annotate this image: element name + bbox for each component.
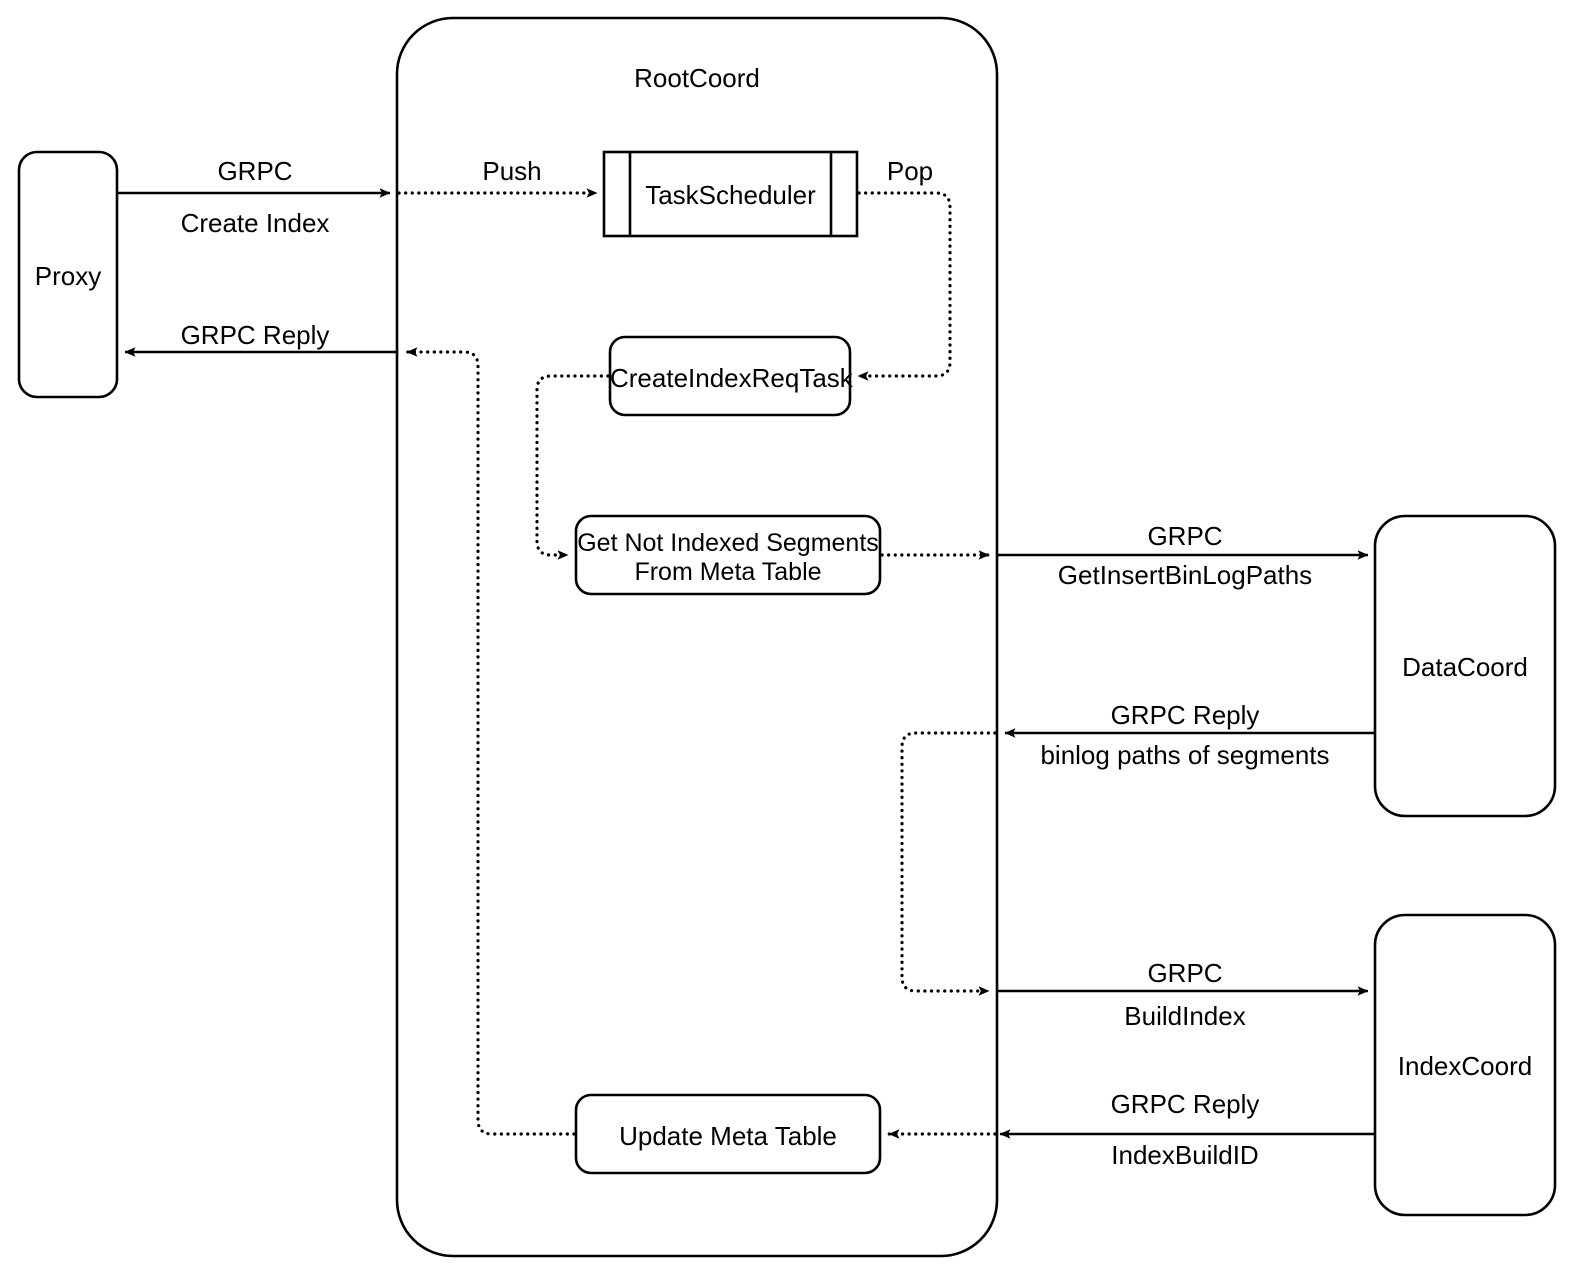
edge-pop-to-create-index-req-task [856,191,952,381]
edge-binlog-loop [900,731,997,996]
create-index-req-task-node[interactable] [608,335,852,417]
get-not-indexed-segments-node[interactable] [574,514,882,596]
rootcoord-container [395,16,999,1258]
indexcoord-node[interactable] [1373,913,1557,1217]
task-scheduler-node[interactable] [602,150,859,238]
update-meta-table-node[interactable] [574,1093,882,1175]
proxy-node[interactable] [17,150,119,399]
edge-update-meta-table-to-grpc-reply [405,347,576,1136]
datacoord-node[interactable] [1373,514,1557,818]
